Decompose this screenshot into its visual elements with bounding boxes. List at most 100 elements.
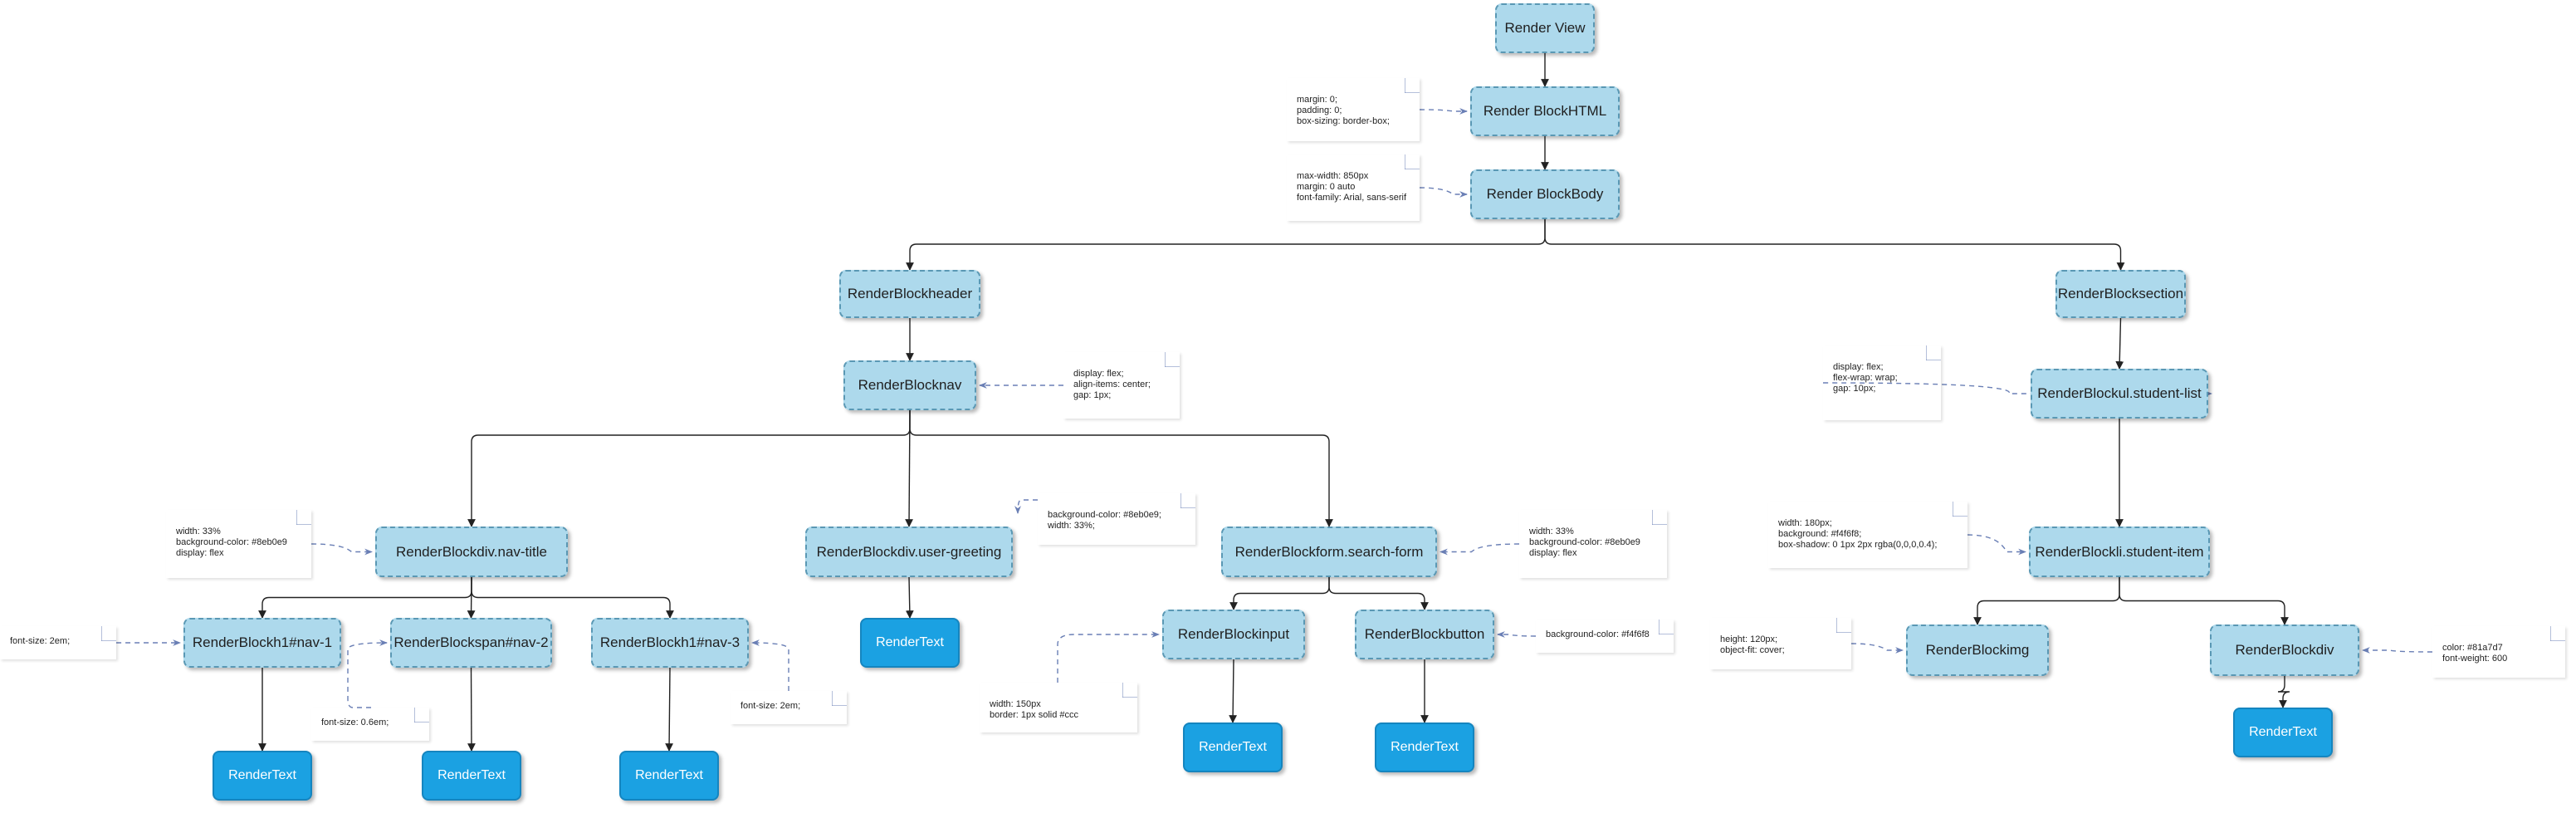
note-line: width: 33% xyxy=(1529,527,1574,536)
note-line: font-family: Arial, sans-serif xyxy=(1297,193,1407,203)
render-block-node-body[interactable]: Render BlockBody xyxy=(1470,169,1620,219)
edge-form-to-input xyxy=(1229,577,1330,610)
render-block-node-section[interactable]: RenderBlocksection xyxy=(2055,270,2186,318)
render-block-node-nav[interactable]: RenderBlocknav xyxy=(843,360,976,410)
note-fold-icon xyxy=(296,510,311,525)
render-block-node-form[interactable]: RenderBlockform.search-form xyxy=(1221,527,1437,577)
style-note-h1c: font-size: 2em; xyxy=(731,691,847,724)
render-block-node-greeting[interactable]: RenderBlockdiv.user-greeting xyxy=(805,527,1013,577)
edge-navtitle-to-h1c xyxy=(471,577,674,619)
render-block-node-input[interactable]: RenderBlockinput xyxy=(1162,610,1305,659)
render-block-node-li[interactable]: RenderBlockli.student-item xyxy=(2029,527,2210,577)
note-line: object-fit: cover; xyxy=(1720,645,1785,655)
note-link-li xyxy=(1967,534,2026,556)
note-line: align-items: center; xyxy=(1073,380,1151,389)
note-fold-icon xyxy=(1652,510,1667,525)
edge-navtitle-to-h1a xyxy=(258,577,472,619)
render-block-node-html[interactable]: Render BlockHTML xyxy=(1470,86,1620,136)
style-note-img: height: 120px;object-fit: cover; xyxy=(1710,618,1851,669)
note-line: width: 180px; xyxy=(1778,518,1832,528)
note-link-greeting xyxy=(1014,499,1038,514)
note-line: box-shadow: 0 1px 2px rgba(0,0,0,0.4); xyxy=(1778,540,1938,550)
edge-h1c-to-t3 xyxy=(665,667,673,752)
note-line: width: 150px xyxy=(990,699,1041,709)
edge-li-to-img xyxy=(1973,577,2120,625)
render-block-node-button[interactable]: RenderBlockbutton xyxy=(1355,610,1494,659)
note-line: width: 33%; xyxy=(1048,521,1095,531)
note-line: font-weight: 600 xyxy=(2442,654,2508,664)
note-link-body xyxy=(1419,187,1468,198)
style-note-nav: display: flex;align-items: center;gap: 1… xyxy=(1063,352,1180,419)
note-fold-icon xyxy=(1926,345,1941,360)
render-text-node-t2[interactable]: RenderText xyxy=(422,751,521,801)
render-block-node-ul[interactable]: RenderBlockul.student-list xyxy=(2031,369,2208,419)
note-link-h1c xyxy=(751,639,789,691)
render-text-node-t1[interactable]: RenderText xyxy=(213,751,312,801)
render-block-node-header[interactable]: RenderBlockheader xyxy=(839,270,980,318)
note-line: border: 1px solid #ccc xyxy=(990,710,1078,720)
edge-greeting-to-greettext xyxy=(905,576,914,619)
note-fold-icon xyxy=(1405,78,1420,93)
note-link-img xyxy=(1850,643,1904,654)
note-fold-icon xyxy=(1836,618,1851,633)
note-line: width: 33% xyxy=(176,527,221,536)
note-link-html xyxy=(1419,108,1468,115)
note-line: margin: 0 auto xyxy=(1297,182,1356,192)
render-block-node-divli[interactable]: RenderBlockdiv xyxy=(2210,625,2359,676)
edge-body-to-section xyxy=(1544,219,2125,271)
note-line: box-sizing: border-box; xyxy=(1297,116,1390,126)
render-block-node-h1c[interactable]: RenderBlockh1#nav-3 xyxy=(591,618,749,668)
render-block-node-img[interactable]: RenderBlockimg xyxy=(1906,625,2049,676)
note-fold-icon xyxy=(832,691,847,706)
render-text-node-inputtext[interactable]: RenderText xyxy=(1183,722,1283,772)
note-link-navtitle xyxy=(310,543,373,556)
edge-form-to-button xyxy=(1328,577,1429,610)
note-line: font-size: 0.6em; xyxy=(321,718,389,727)
render-text-node-t3[interactable]: RenderText xyxy=(619,751,719,801)
edge-nav-to-navtitle xyxy=(467,410,911,527)
note-line: background-color: #f4f6f8 xyxy=(1546,629,1650,639)
style-note-li: width: 180px;background: #f4f6f8;box-sha… xyxy=(1768,502,1967,568)
render-block-node-h1a[interactable]: RenderBlockh1#nav-1 xyxy=(183,618,341,668)
note-fold-icon xyxy=(414,708,429,722)
note-link-button xyxy=(1497,631,1537,638)
note-fold-icon xyxy=(1165,352,1180,367)
note-fold-icon xyxy=(1122,683,1137,698)
edge-li-to-divli xyxy=(2119,577,2289,625)
render-text-node-buttontext[interactable]: RenderText xyxy=(1375,722,1474,772)
note-line: font-size: 2em; xyxy=(10,636,71,646)
render-block-node-navtitle[interactable]: RenderBlockdiv.nav-title xyxy=(375,527,568,577)
note-line: flex-wrap: wrap; xyxy=(1833,373,1898,383)
note-line: background-color: #8eb0e9 xyxy=(1529,537,1640,547)
note-fold-icon xyxy=(1953,502,1967,517)
render-block-node-span2[interactable]: RenderBlockspan#nav-2 xyxy=(390,618,552,668)
note-line: background-color: #8eb0e9 xyxy=(176,537,287,547)
note-line: max-width: 850px xyxy=(1297,171,1369,181)
edge-nav-to-form xyxy=(909,410,1333,527)
style-note-html: margin: 0;padding: 0;box-sizing: border-… xyxy=(1287,78,1420,141)
style-note-ul: display: flex;flex-wrap: wrap;gap: 10px; xyxy=(1823,345,1941,420)
note-line: gap: 1px; xyxy=(1073,390,1112,400)
note-line: color: #81a7d7 xyxy=(2442,643,2503,653)
render-text-node-greettext[interactable]: RenderText xyxy=(860,618,960,668)
note-link-form xyxy=(1440,543,1520,556)
note-line: display: flex xyxy=(176,548,224,558)
note-link-input xyxy=(1057,631,1160,683)
render-block-node-view[interactable]: Render View xyxy=(1495,3,1595,53)
note-fold-icon xyxy=(101,626,116,641)
edge-body-to-header xyxy=(906,219,1546,271)
style-note-greeting: background-color: #8eb0e9;width: 33%; xyxy=(1038,493,1195,545)
render-text-node-divtext[interactable]: RenderText xyxy=(2233,708,2333,757)
note-line: display: flex; xyxy=(1073,369,1124,379)
note-fold-icon xyxy=(1659,620,1674,634)
note-fold-icon xyxy=(2550,626,2565,641)
style-note-span2: font-size: 0.6em; xyxy=(311,708,429,741)
note-line: gap: 10px; xyxy=(1833,384,1876,394)
note-line: background: #f4f6f8; xyxy=(1778,529,1862,539)
